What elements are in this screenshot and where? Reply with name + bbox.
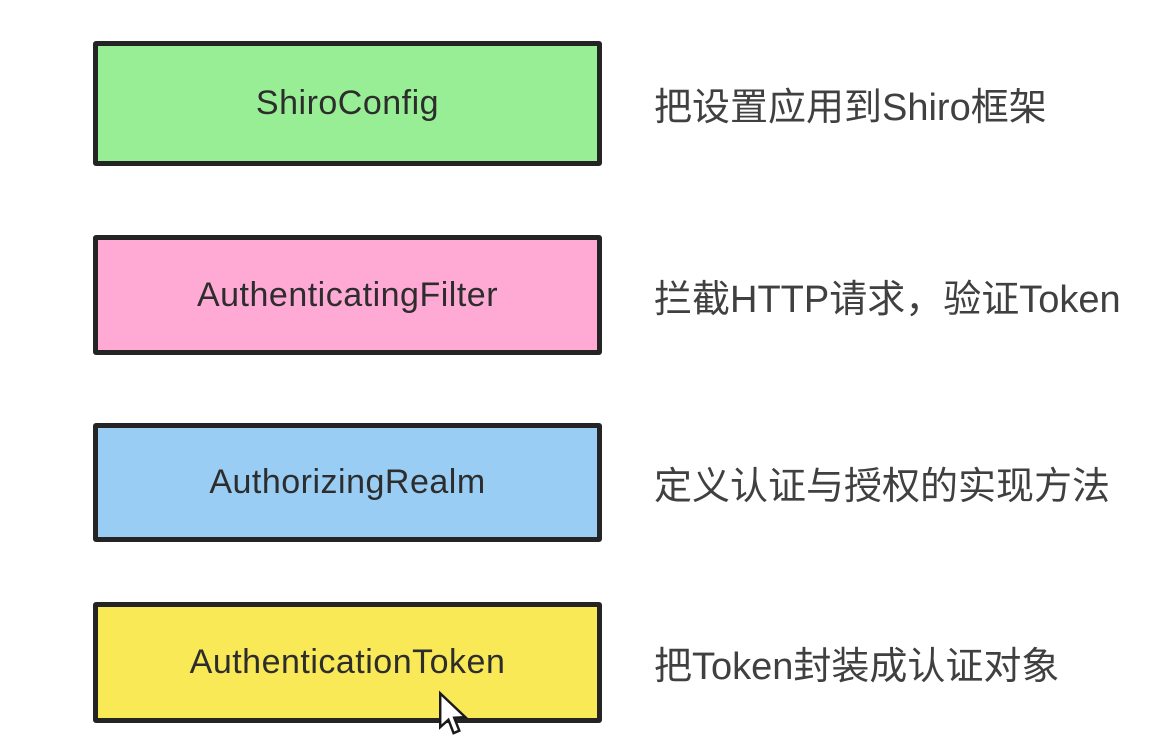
class-name-label: ShiroConfig (255, 84, 440, 122)
diagram-row-authenticationtoken: AuthenticationToken 把Token封装成认证对象 (0, 602, 1163, 723)
class-description: 把设置应用到Shiro框架 (654, 87, 1047, 129)
class-box-authenticatingfilter: AuthenticatingFilter (93, 235, 602, 355)
class-name-label: AuthenticationToken (189, 643, 506, 681)
class-description: 把Token封装成认证对象 (654, 646, 1060, 688)
class-box-authorizingrealm: AuthorizingRealm (93, 423, 602, 542)
diagram-row-authenticatingfilter: AuthenticatingFilter 拦截HTTP请求，验证Token (0, 235, 1163, 355)
class-box-shiroconfig: ShiroConfig (93, 41, 602, 166)
class-box-authenticationtoken: AuthenticationToken (93, 602, 602, 723)
class-name-label: AuthorizingRealm (209, 463, 486, 501)
diagram-row-authorizingrealm: AuthorizingRealm 定义认证与授权的实现方法 (0, 423, 1163, 542)
class-name-label: AuthenticatingFilter (196, 275, 499, 314)
class-description: 定义认证与授权的实现方法 (654, 466, 1111, 508)
diagram-row-shiroconfig: ShiroConfig 把设置应用到Shiro框架 (0, 41, 1163, 166)
class-description: 拦截HTTP请求，验证Token (654, 278, 1121, 321)
